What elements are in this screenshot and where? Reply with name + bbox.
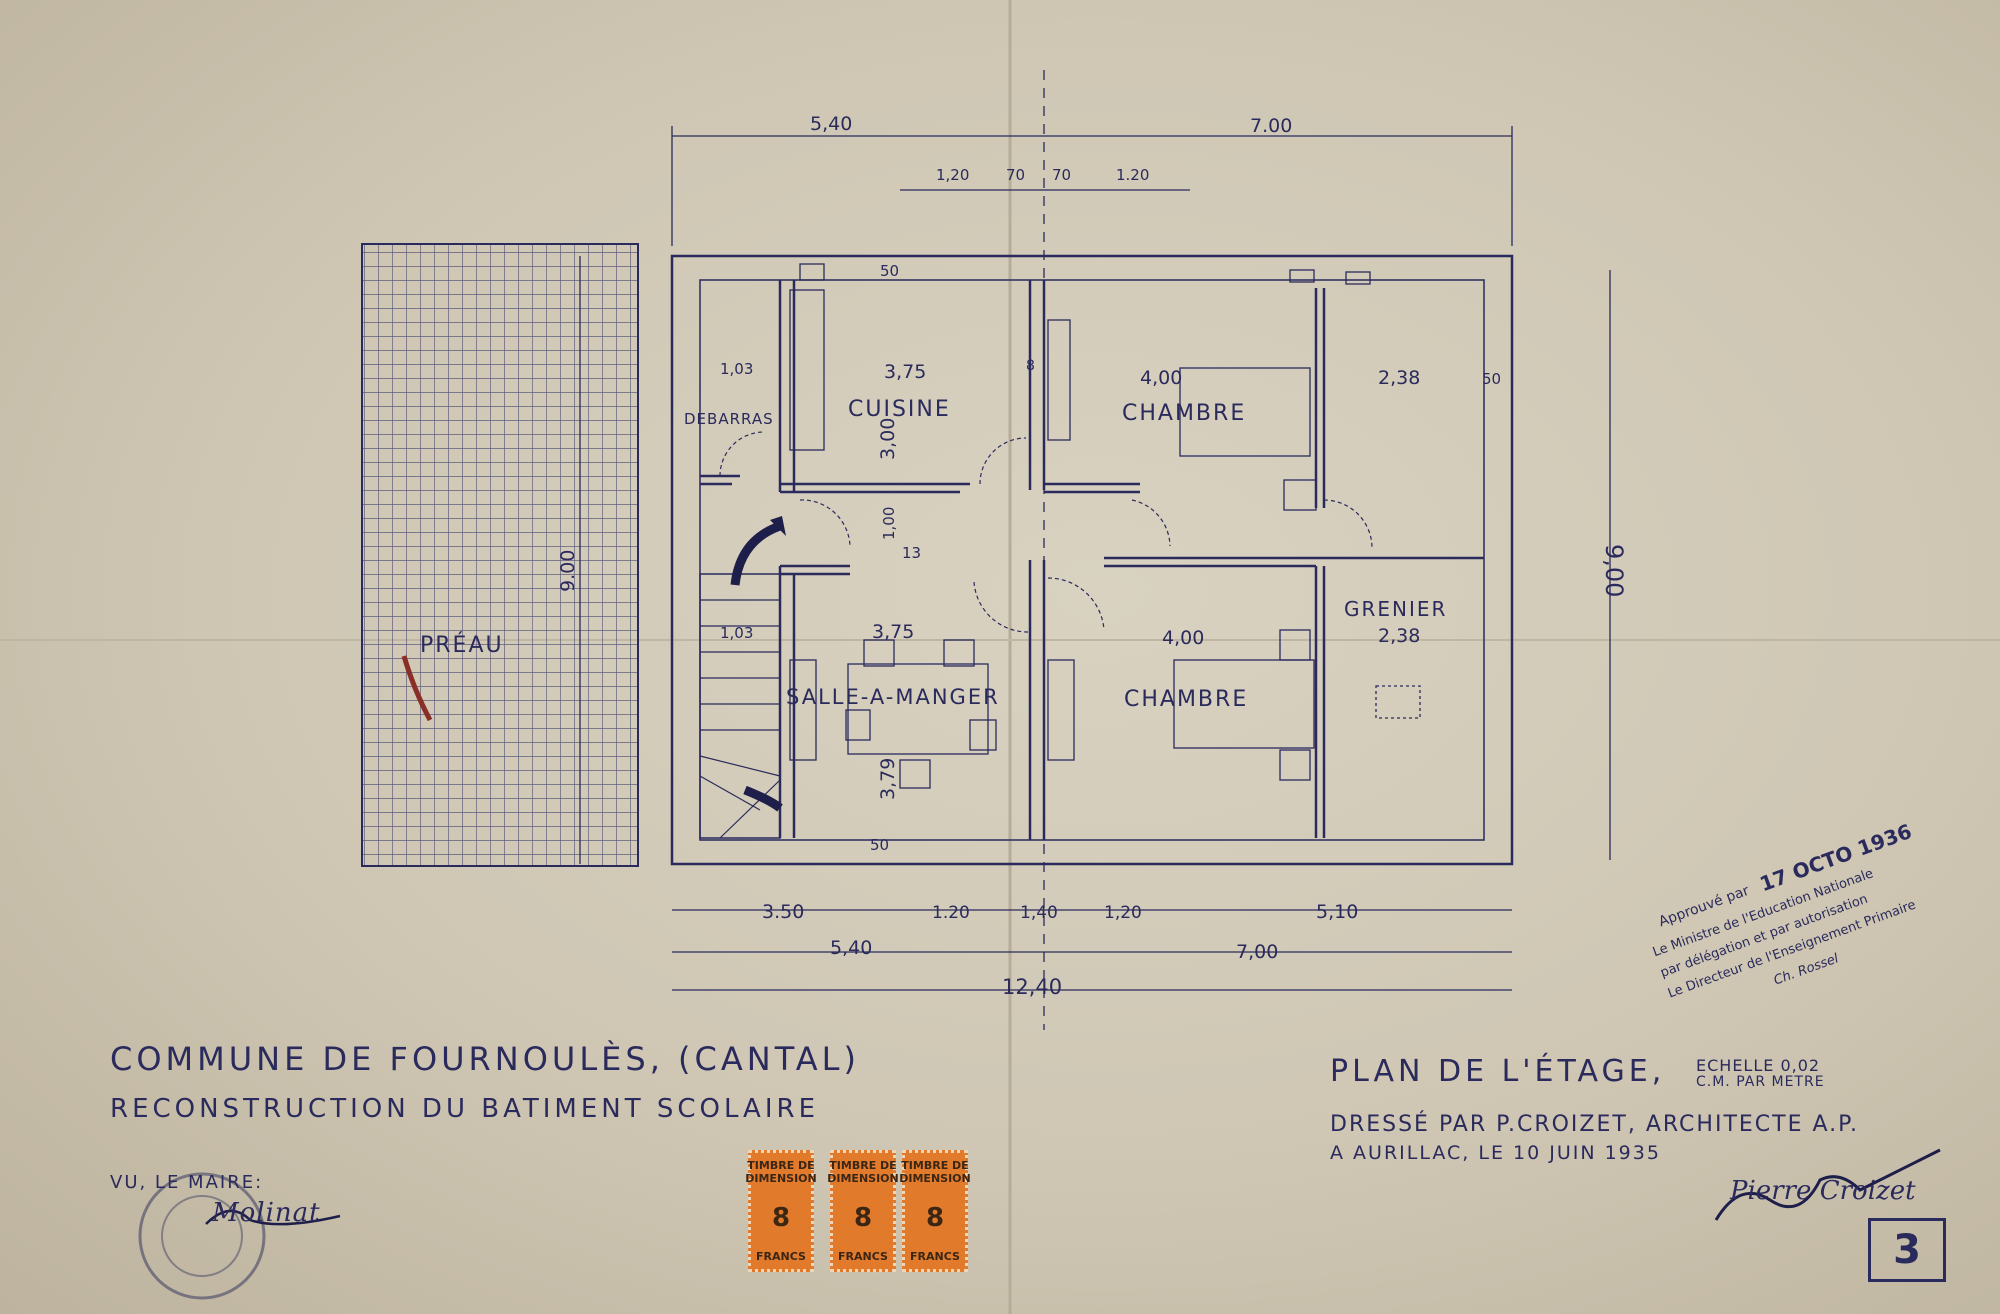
dim-grenier-bottom: 2,38 — [1378, 625, 1420, 647]
preau-stain — [401, 655, 433, 722]
dim-wall-8: 8 — [1026, 358, 1035, 374]
room-debarras: DEBARRAS — [684, 410, 774, 428]
plan-scale-1: ECHELLE 0,02 — [1696, 1056, 1821, 1075]
dim-debarras: 1,03 — [720, 360, 753, 378]
dim-wall-top: 50 — [880, 262, 899, 280]
room-cuisine: CUISINE — [848, 397, 951, 422]
preau-grid — [361, 243, 639, 867]
dim-window-d: 1.20 — [1116, 166, 1149, 184]
dim-cuisine-height: 3,00 — [877, 418, 899, 460]
mayor-signature-swash — [205, 1209, 341, 1226]
dim-bottom-total: 12,40 — [1002, 975, 1062, 999]
fiscal-stamp-3: TIMBRE DE DIMENSION 8 FRANCS — [899, 1150, 971, 1272]
dim-window-b: 70 — [1006, 166, 1025, 184]
walls — [670, 254, 1514, 866]
mayor-label: VU, LE MAIRE: — [110, 1172, 264, 1193]
room-salle-a-manger: SALLE-A-MANGER — [786, 685, 1000, 709]
stair-arrow-up-head — [770, 516, 786, 536]
title-line-1: COMMUNE DE FOURNOULÈS, (CANTAL) — [110, 1040, 860, 1078]
stair-arrow-down — [743, 785, 783, 812]
plan-place-date: A AURILLAC, LE 10 JUIN 1935 — [1330, 1142, 1661, 1164]
stair-arrow-up — [730, 521, 782, 586]
dim-bottom-1: 3.50 — [762, 901, 804, 923]
dim-bottom-4: 1,20 — [1104, 903, 1142, 923]
dim-top-right: 7.00 — [1250, 115, 1292, 137]
dim-grenier-top: 2,38 — [1378, 367, 1420, 389]
dim-bottom-2: 1.20 — [932, 903, 970, 923]
dim-stairs: 1,03 — [720, 624, 753, 642]
mayor-signature: Molinat — [212, 1198, 321, 1228]
dim-cuisine-width: 3,75 — [884, 361, 926, 383]
fiscal-stamp-2-top: TIMBRE DE DIMENSION — [827, 1159, 899, 1185]
fiscal-stamp-1-amount: 8 — [771, 1202, 791, 1233]
dim-bottom-5: 5,10 — [1316, 901, 1358, 923]
dim-salle-height: 3,79 — [877, 758, 899, 800]
dim-bottom-mid-left: 5,40 — [830, 937, 872, 959]
mayor-seal — [138, 1172, 266, 1300]
dim-corridor-13: 13 — [902, 544, 921, 562]
dim-salle-width: 3,75 — [872, 621, 914, 643]
plan-author: DRESSÉ PAR P.CROIZET, ARCHITECTE A.P. — [1330, 1112, 1859, 1137]
room-chambre-bottom: CHAMBRE — [1124, 687, 1248, 712]
dim-height-right: 9,00 — [1600, 544, 1628, 597]
dim-top-left: 5,40 — [810, 113, 852, 135]
dimension-labels: 5,40 7.00 1,20 70 70 1.20 50 50 3,75 3,0… — [557, 113, 1628, 999]
fiscal-stamp-2: TIMBRE DE DIMENSION 8 FRANCS — [827, 1150, 899, 1272]
dim-bottom-mid-right: 7,00 — [1236, 941, 1278, 963]
room-grenier: GRENIER — [1344, 597, 1447, 621]
fiscal-stamp-2-unit: FRANCS — [838, 1250, 888, 1263]
plan-scale-2: C.M. PAR METRE — [1696, 1074, 1825, 1090]
dim-corridor: 1,00 — [880, 507, 898, 540]
sheet-number: 3 — [1868, 1218, 1946, 1282]
fiscal-stamp-2-amount: 8 — [853, 1202, 873, 1233]
dim-window-c: 70 — [1052, 166, 1071, 184]
fiscal-stamp-1: TIMBRE DE DIMENSION 8 FRANCS — [745, 1150, 817, 1272]
dim-window-a: 1,20 — [936, 166, 969, 184]
fiscal-stamp-3-unit: FRANCS — [910, 1250, 960, 1263]
signature-swash — [1714, 1148, 1941, 1221]
room-chambre-top: CHAMBRE — [1122, 401, 1246, 426]
fiscal-stamp-3-amount: 8 — [925, 1202, 945, 1233]
fiscal-stamp-1-unit: FRANCS — [756, 1250, 806, 1263]
dim-height-left: 9.00 — [557, 550, 579, 592]
dimension-lines — [579, 70, 1611, 1030]
architect-signature: Pierre Croizet — [1730, 1176, 1916, 1206]
fiscal-stamp-1-top: TIMBRE DE DIMENSION — [745, 1159, 817, 1185]
approval-stamp: Approuvé par 17 OCTO 1936 Le Ministre de… — [1651, 819, 1918, 1002]
dim-chambre-bottom: 4,00 — [1162, 627, 1204, 649]
dim-chambre-top: 4,00 — [1140, 367, 1182, 389]
room-labels: CUISINE CHAMBRE DEBARRAS GRENIER SALLE-A… — [420, 397, 1447, 712]
room-preau: PRÉAU — [420, 632, 504, 658]
dim-bottom-3: 1,40 — [1020, 903, 1058, 923]
furniture — [789, 263, 1421, 789]
title-line-2: RECONSTRUCTION DU BATIMENT SCOLAIRE — [110, 1094, 820, 1124]
dim-wall-50-right: 50 — [1482, 370, 1501, 388]
door-swings — [719, 431, 1373, 633]
dim-wall-bottom: 50 — [870, 836, 889, 854]
fiscal-stamp-3-top: TIMBRE DE DIMENSION — [899, 1159, 971, 1185]
plan-name: PLAN DE L'ÉTAGE, — [1330, 1054, 1666, 1089]
staircase — [699, 599, 781, 839]
